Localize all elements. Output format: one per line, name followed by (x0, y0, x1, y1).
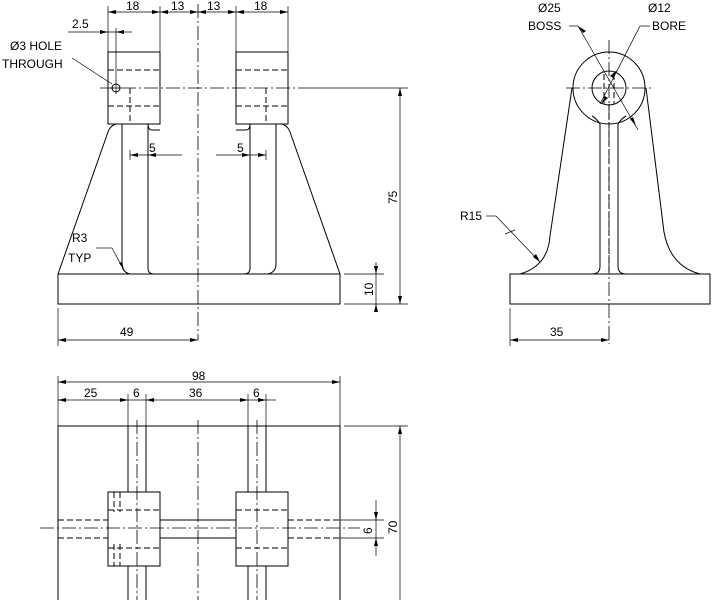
dim-top-left-offset: 25 (84, 386, 98, 400)
front-left-rib-inner (147, 123, 160, 131)
top-left-boss (107, 491, 161, 567)
dim-top-right-rib: 6 (253, 386, 260, 400)
front-view: 18 13 13 18 2.5 Ø3 HOLE THROUGH 5 5 R3 T (2, 0, 408, 346)
top-right-boss (235, 491, 289, 567)
dim-top-left-rib: 6 (133, 386, 140, 400)
top-outline (57, 425, 341, 600)
dim-front-right-rib: 5 (237, 141, 244, 155)
note-hole-line2: THROUGH (2, 57, 63, 71)
dim-front-half-width: 49 (120, 325, 134, 339)
dim-front-top-mid-left: 13 (171, 0, 185, 13)
dim-front-base-thickness: 10 (362, 282, 376, 296)
front-base-plate (57, 273, 341, 305)
dim-side-bore-line2: BORE (652, 19, 686, 33)
front-right-rib (243, 124, 277, 275)
front-right-taper (276, 123, 341, 275)
dim-side-radius: R15 (460, 209, 482, 223)
dim-front-left-rib: 5 (149, 141, 156, 155)
note-fillet-line2: TYP (68, 251, 91, 265)
note-fillet-line1: R3 (72, 231, 88, 245)
dim-top-overall-width: 98 (192, 369, 206, 383)
top-view: 98 25 6 36 6 6 70 (40, 369, 408, 600)
dim-side-bore-line1: Ø12 (648, 1, 671, 15)
dim-front-top-right-width: 18 (254, 0, 268, 13)
dim-side-half-width: 35 (550, 325, 564, 339)
dim-top-rib-thickness: 6 (361, 527, 375, 534)
dim-front-top-mid-right: 13 (207, 0, 221, 13)
front-right-rib-inner (236, 123, 251, 131)
side-rib (591, 115, 627, 275)
side-right-flank (645, 87, 710, 275)
side-left-flank (510, 87, 573, 275)
note-hole-line1: Ø3 HOLE (10, 39, 62, 53)
dim-top-depth: 70 (386, 520, 400, 534)
side-view: Ø25 BOSS Ø12 BORE R15 35 (460, 1, 711, 346)
side-base-plate (509, 273, 711, 305)
dim-front-hole-offset: 2.5 (72, 17, 89, 31)
dim-front-height: 75 (386, 190, 400, 204)
dim-side-boss-line2: BOSS (528, 19, 561, 33)
dim-front-top-left-width: 18 (126, 0, 140, 13)
dim-top-middle-gap: 36 (189, 386, 203, 400)
dim-side-boss-line1: Ø25 (538, 1, 561, 15)
